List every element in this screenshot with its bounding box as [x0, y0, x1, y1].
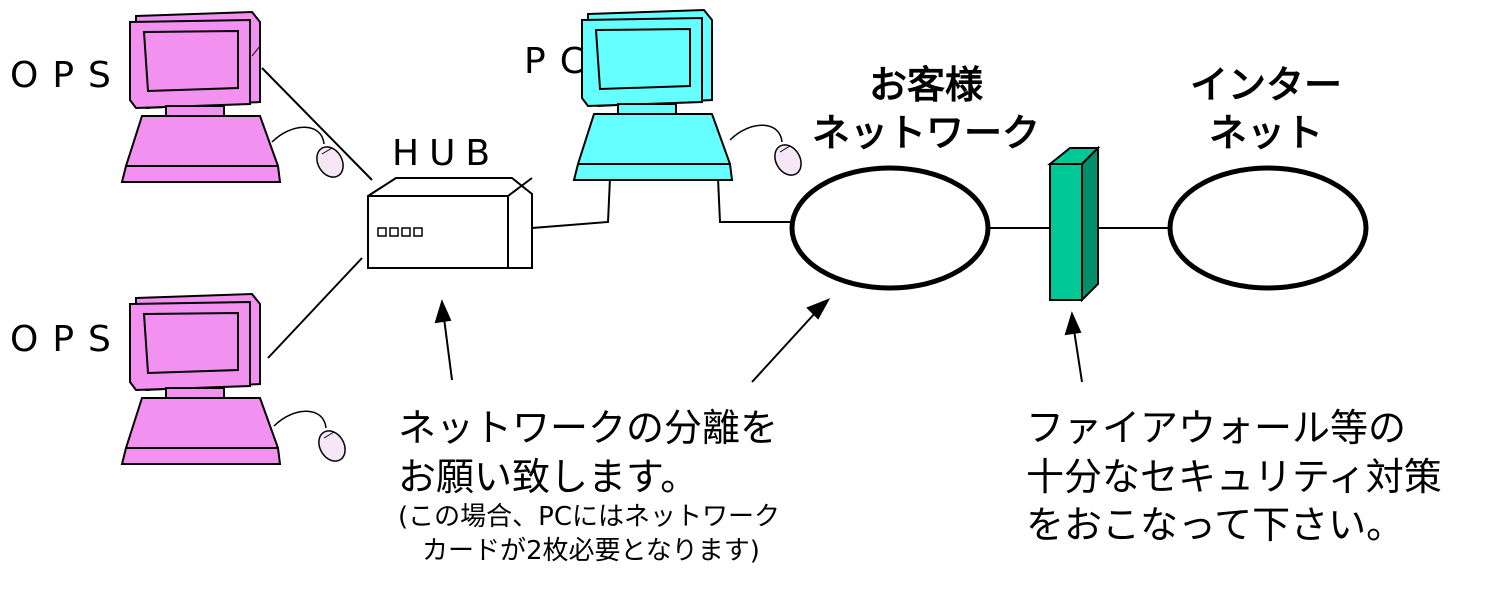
pc-label: PC [524, 41, 599, 82]
ops-top-label: OPS [10, 55, 125, 96]
firewall-note-line2: 十分なセキュリティ対策 [1026, 454, 1442, 499]
customer-network-label-line1: お客様 [868, 63, 983, 107]
separation-note: ネットワークの分離を お願い致します。 (この場合、PCにはネットワーク カード… [398, 404, 780, 569]
ops-bottom-label: OPS [10, 319, 125, 360]
internet-label: インター ネット [1166, 62, 1366, 157]
customer-network-cloud [789, 165, 991, 291]
link-hub-pc [531, 177, 611, 229]
arrow-to-firewall [1073, 329, 1083, 383]
internet-label-line1: インター [1189, 63, 1342, 107]
hub-icon [367, 177, 533, 269]
link-pc-customer-network [717, 177, 790, 223]
firewall-note: ファイアウォール等の 十分なセキュリティ対策 をおこなって下さい。 [1026, 404, 1442, 550]
internet-cloud [1167, 165, 1369, 291]
computer-icon [121, 11, 281, 183]
firewall-note-line3: をおこなって下さい。 [1026, 503, 1405, 548]
arrow-to-hub [443, 317, 453, 381]
ops-computer-bottom [121, 293, 281, 465]
customer-network-label-line2: ネットワーク [811, 110, 1040, 155]
internet-label-line2: ネット [1208, 110, 1323, 155]
ops-computer-top [121, 11, 281, 183]
hub-label: HUB [392, 133, 501, 174]
computer-icon [121, 293, 281, 465]
separation-note-line2: お願い致します。 [398, 454, 699, 499]
customer-network-label: お客様 ネットワーク [806, 62, 1046, 157]
arrows [434, 298, 1083, 383]
mouse-icon [271, 126, 350, 183]
mouse-icon [729, 124, 808, 181]
arrow-to-customer-network [751, 311, 817, 383]
link-ops-bottom-hub [267, 257, 363, 359]
firewall-note-line1: ファイアウォール等の [1026, 406, 1407, 450]
mouse-icon [273, 410, 352, 467]
separation-note-line1: ネットワークの分離を [398, 406, 779, 450]
firewall-icon [1047, 145, 1101, 303]
separation-note-sub-line1: (この場合、PCにはネットワーク [398, 502, 780, 533]
link-ops-top-hub [261, 67, 373, 181]
separation-note-sub-line2: カードが2枚必要となります) [422, 536, 760, 567]
pc-computer [573, 9, 733, 181]
computer-icon [573, 9, 733, 181]
